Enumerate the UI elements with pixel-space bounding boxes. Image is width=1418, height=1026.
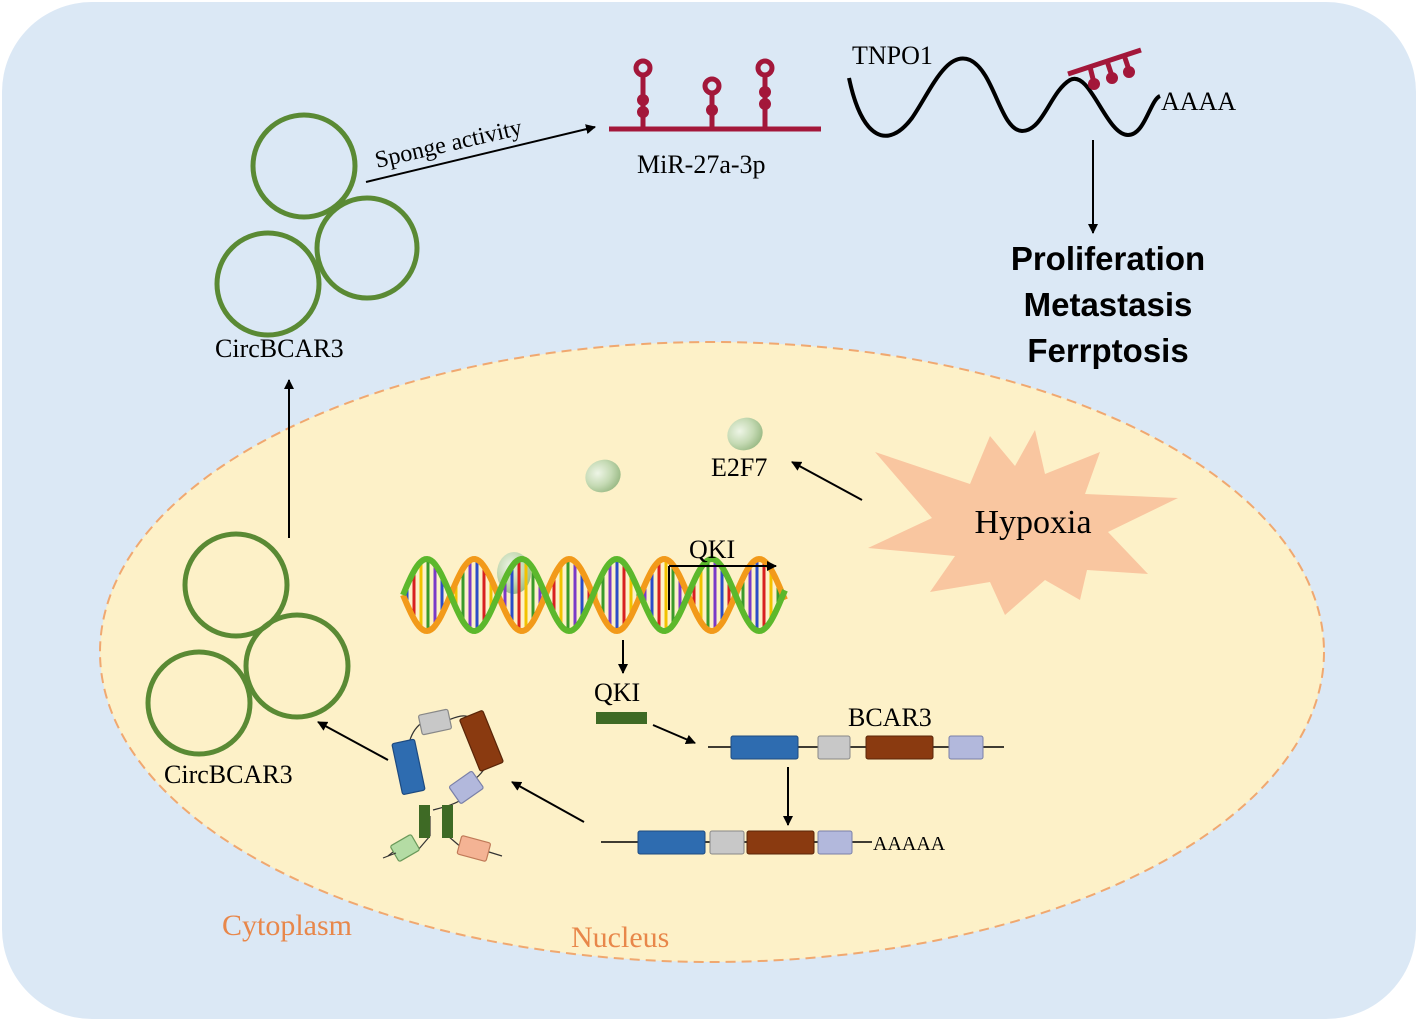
circular-rna-icon [214,230,322,338]
exon-icon [746,830,815,855]
exon-icon [865,735,934,760]
e2f7-protein-icon [585,459,621,493]
qki-protein-icon [442,805,453,838]
outcome-metastasis: Metastasis [1024,286,1193,323]
complex-circ-arrow [317,721,389,761]
qki-protein-icon [596,712,647,724]
outcome-proliferation: Proliferation [1011,240,1205,277]
circular-rna-icon [250,112,358,220]
qki-gene-label: QKI [689,535,735,564]
tnpo1-mrna-wave [847,56,1162,138]
exon-icon [948,735,984,760]
mrna-complex-arrow [511,781,585,823]
circ-bcar3-label-bottom: CircBCAR3 [164,760,293,789]
outcome-ferrptosis: Ferrptosis [1027,332,1188,369]
circular-rna-icon [243,612,351,720]
circ-bcar3-label-top: CircBCAR3 [215,334,344,363]
hypoxia-label: Hypoxia [974,504,1091,541]
exon-icon [637,830,706,855]
mirna-hairpin-icon [609,58,821,132]
exon-icon [418,708,452,736]
circular-rna-icon [314,195,420,301]
qki-bcar3-arrow [652,724,696,745]
cytoplasm-label: Cytoplasm [222,909,352,942]
circ-rna-cluster-top [214,112,420,338]
qki-protein-icon [419,805,430,838]
qki-protein-label: QKI [594,678,640,707]
exon-icon [456,835,491,862]
circular-rna-icon [145,649,253,757]
mirna-label: MiR-27a-3p [637,150,766,179]
e2f7-label: E2F7 [711,453,767,482]
e2f7-protein-icon [727,417,763,451]
mirna-binding-icon [1067,47,1142,90]
exon-icon [391,738,426,795]
exon-icon [730,735,799,760]
exon-icon [817,735,851,760]
exon-icon [459,710,504,772]
sponge-arrow [365,124,596,183]
mrna-polya-label: AAAAA [873,833,946,855]
nucleus [99,341,1325,963]
tnpo1-polya-label: AAAA [1161,87,1236,116]
back-splicing-complex [382,708,504,862]
exon-icon [448,770,484,804]
circ-rna-cluster-bottom [145,531,351,757]
exon-icon [817,830,853,855]
hypoxia-e2f7-arrow [791,461,863,501]
bcar3-label: BCAR3 [848,703,932,732]
bcar3-mrna [601,830,872,855]
tnpo1-label: TNPO1 [852,41,933,70]
nucleus-label: Nucleus [571,921,669,954]
exon-icon [709,830,745,855]
qki-promoter-arrow [668,561,777,610]
hypoxia-burst-icon [868,430,1178,615]
bcar3-gene [708,735,1004,760]
circular-rna-icon [182,531,290,639]
